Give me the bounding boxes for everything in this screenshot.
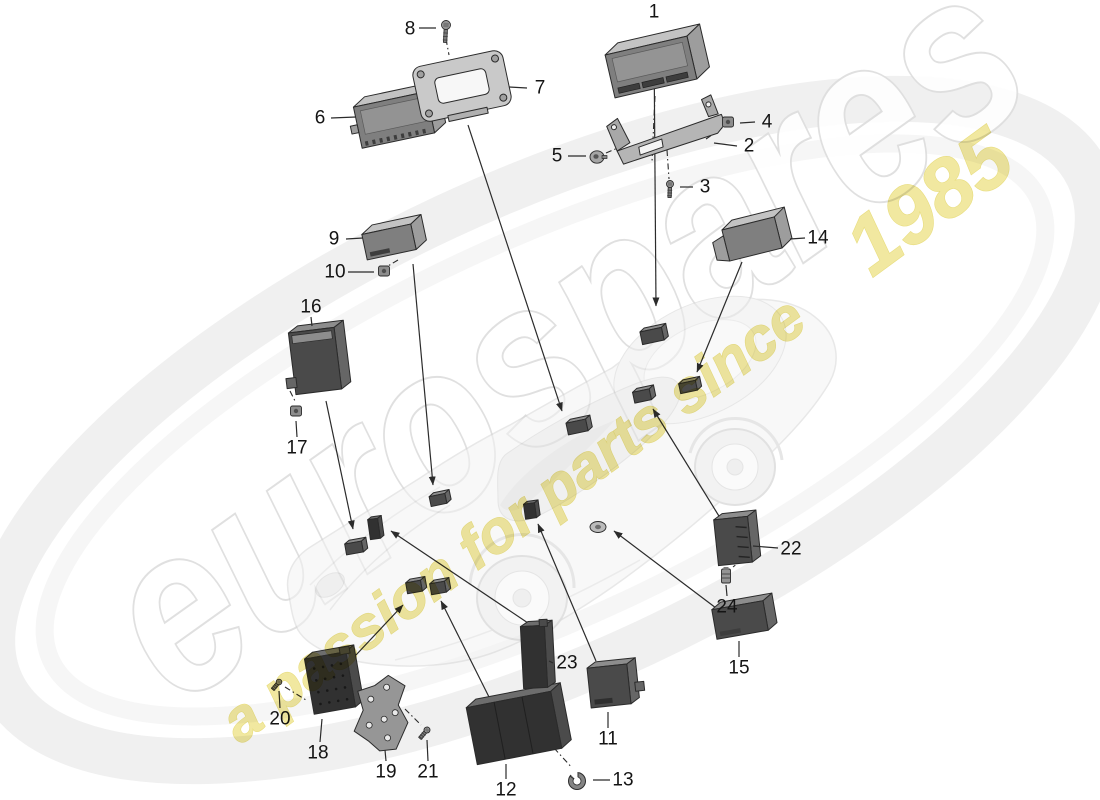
part-19-glyph (353, 674, 409, 752)
connector-lines (284, 38, 747, 771)
callout-label-3: 3 (700, 177, 711, 198)
car-marker-fender-module (344, 536, 369, 556)
locator-arrow-23 (390, 530, 529, 624)
callout-label-23: 23 (556, 653, 577, 674)
callout-label-20: 20 (269, 709, 290, 730)
part-18-glyph (303, 644, 364, 715)
part-12-glyph (465, 682, 572, 766)
locator-arrow-15 (613, 530, 717, 609)
leader-line-24 (725, 584, 728, 597)
part-14-glyph (712, 206, 793, 262)
car-marker-rocker-module-b (429, 576, 452, 596)
leader-line-14 (789, 237, 806, 240)
callout-label-7: 7 (535, 78, 546, 99)
leader-line-21 (426, 739, 429, 762)
car-marker-door-slim-module (523, 499, 541, 520)
locator-arrow-16 (325, 400, 355, 530)
callout-label-18: 18 (307, 743, 328, 764)
part-1-glyph (604, 23, 710, 99)
car-marker-sill-grommet (589, 521, 607, 533)
locator-arrow-22 (652, 408, 723, 522)
callout-label-13: 13 (612, 770, 633, 791)
leader-line-7 (508, 86, 528, 89)
part-9-glyph (361, 214, 427, 261)
callout-label-9: 9 (329, 229, 340, 250)
leader-line-2 (713, 142, 738, 147)
part-24-glyph (721, 567, 731, 584)
part-5-glyph (589, 150, 608, 164)
callout-label-14: 14 (807, 228, 829, 249)
part-2-glyph (606, 94, 726, 165)
assembly-dash-line-5 (605, 146, 621, 154)
car-marker-cowl-module (565, 414, 593, 436)
part-3-glyph (666, 180, 674, 198)
part-11-glyph (586, 657, 646, 709)
callout-label-21: 21 (417, 762, 438, 783)
locator-arrow-18 (355, 604, 404, 656)
part-8-glyph (441, 20, 451, 43)
car-marker-rocker-module-a (405, 575, 428, 595)
part-10-glyph (378, 265, 390, 277)
part-17-glyph (290, 405, 302, 417)
leader-line-4 (739, 121, 756, 124)
callout-label-16: 16 (300, 297, 321, 318)
assembly-dash-line-12 (553, 747, 575, 771)
leader-line-6 (330, 116, 357, 119)
callout-label-24: 24 (716, 597, 738, 618)
part-7-glyph (412, 50, 512, 122)
locator-arrow-9 (412, 263, 436, 486)
locator-arrow-11 (537, 523, 597, 662)
part-21-glyph (418, 726, 431, 740)
assembly-dash-line-9 (387, 259, 399, 267)
callout-label-5: 5 (552, 146, 563, 167)
callout-label-17: 17 (286, 438, 307, 459)
car-marker-deck-module-left (632, 384, 657, 404)
leader-line-9 (345, 237, 364, 240)
assembly-dash-line-1 (666, 149, 670, 180)
car-marker-rear-deck-module (639, 322, 669, 346)
part-4-glyph (722, 116, 734, 128)
leader-line-20 (278, 690, 281, 709)
callout-label-4: 4 (762, 112, 773, 133)
leader-line-18 (319, 718, 323, 743)
assembly-dash-line-16 (289, 390, 297, 404)
part-22-glyph (713, 509, 762, 567)
callout-label-19: 19 (375, 762, 396, 783)
callout-label-8: 8 (405, 19, 416, 40)
locator-arrow-14 (696, 261, 743, 373)
part-15-glyph (711, 592, 778, 640)
leader-line-19 (384, 749, 387, 762)
callout-label-6: 6 (315, 108, 326, 129)
callout-label-22: 22 (780, 539, 801, 560)
callout-label-15: 15 (728, 658, 749, 679)
part-20-glyph (270, 678, 283, 691)
locator-arrow-7 (467, 124, 563, 412)
part-13-glyph (564, 766, 586, 790)
callout-label-12: 12 (495, 780, 516, 800)
leader-line-23 (548, 660, 554, 664)
car-module-markers (344, 322, 703, 596)
leader-line-17 (295, 420, 298, 438)
callout-label-10: 10 (324, 262, 345, 283)
locator-arrow-12 (440, 600, 490, 698)
part-glyphs (270, 20, 793, 790)
part-23-glyph (519, 618, 556, 690)
callout-label-2: 2 (744, 136, 755, 157)
callout-label-11: 11 (598, 729, 618, 750)
assembly-dash-line-20 (284, 686, 307, 701)
part-16-glyph (285, 319, 352, 396)
car-marker-hood-module (428, 488, 452, 508)
car-marker-deck-module-right (678, 375, 703, 395)
callout-label-1: 1 (649, 2, 660, 23)
car-marker-fender-slim-module (367, 514, 385, 541)
leader-line-22 (752, 545, 779, 549)
assembly-dash-line-19 (404, 708, 422, 726)
leader-line-16 (310, 316, 313, 327)
